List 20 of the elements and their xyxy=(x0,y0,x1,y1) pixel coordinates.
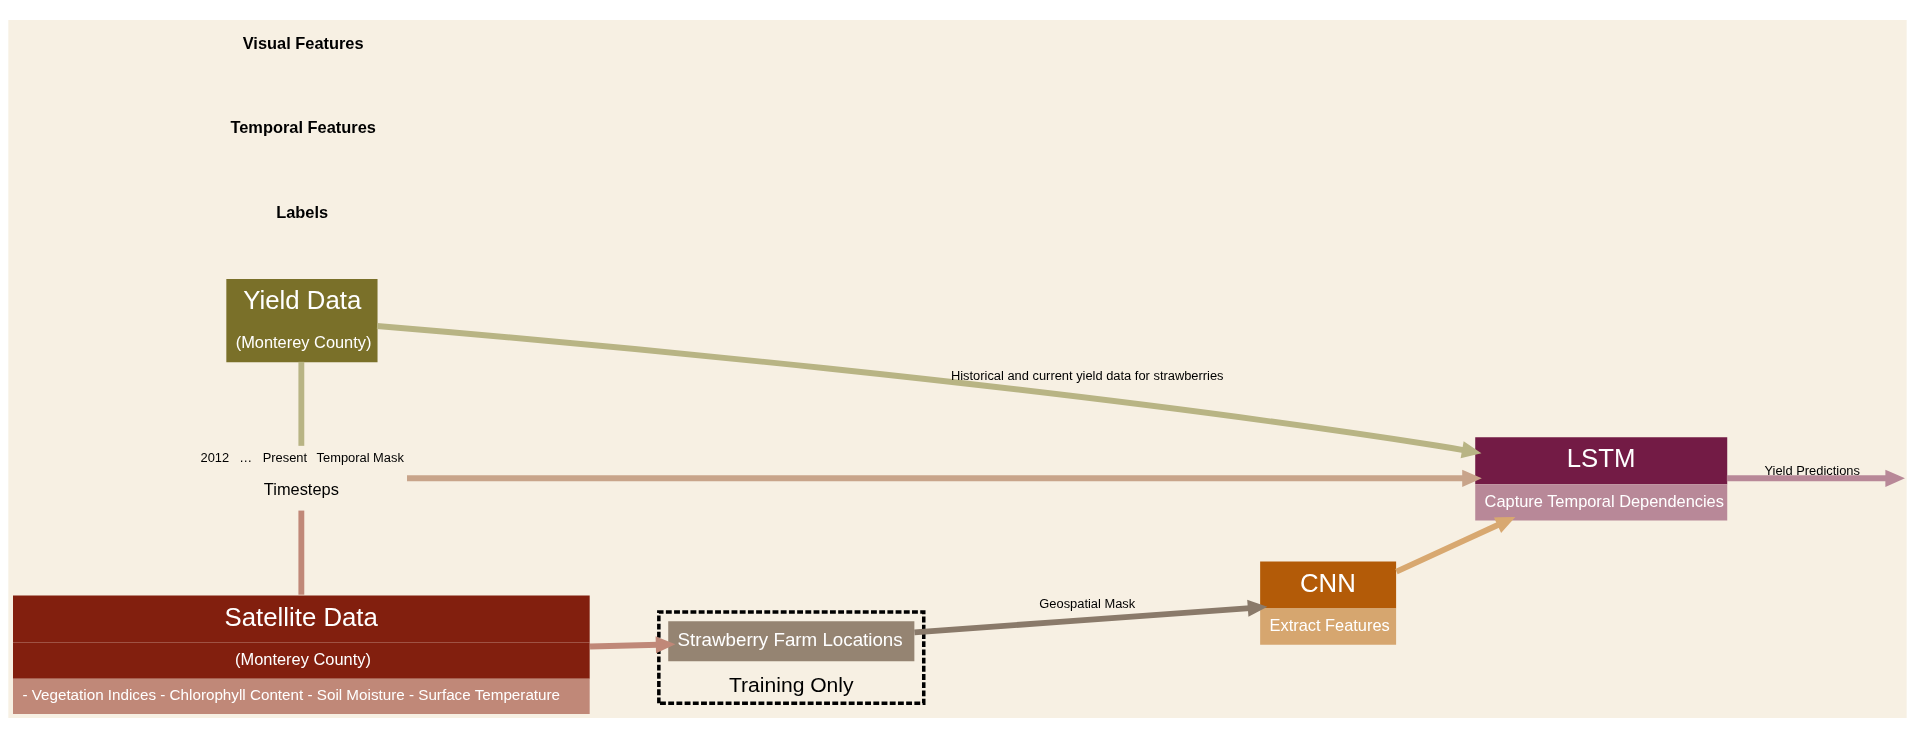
label: Temporal Features xyxy=(230,118,376,137)
node-text: Timesteps xyxy=(263,479,339,498)
node-label: 2012 xyxy=(200,449,230,465)
edge-label: Geospatial Mask xyxy=(1039,596,1136,612)
edge-label: Yield Predictions xyxy=(1764,462,1860,478)
connector xyxy=(298,510,305,595)
arrow xyxy=(407,469,1482,487)
node-label: Temporal Mask xyxy=(316,449,404,465)
node-label: Present xyxy=(262,449,308,465)
node-box: Strawberry Farm Locations xyxy=(668,621,915,662)
arrow xyxy=(1726,469,1905,487)
arrow xyxy=(914,599,1268,636)
node-label: … xyxy=(239,449,253,465)
connector xyxy=(298,361,305,446)
label: Labels xyxy=(276,202,329,221)
arrow xyxy=(589,636,676,654)
arrow xyxy=(376,323,1482,459)
arrow xyxy=(1395,517,1516,575)
label: Visual Features xyxy=(242,33,364,52)
edge-label: Historical and current yield data for strawberries xyxy=(950,367,1224,383)
